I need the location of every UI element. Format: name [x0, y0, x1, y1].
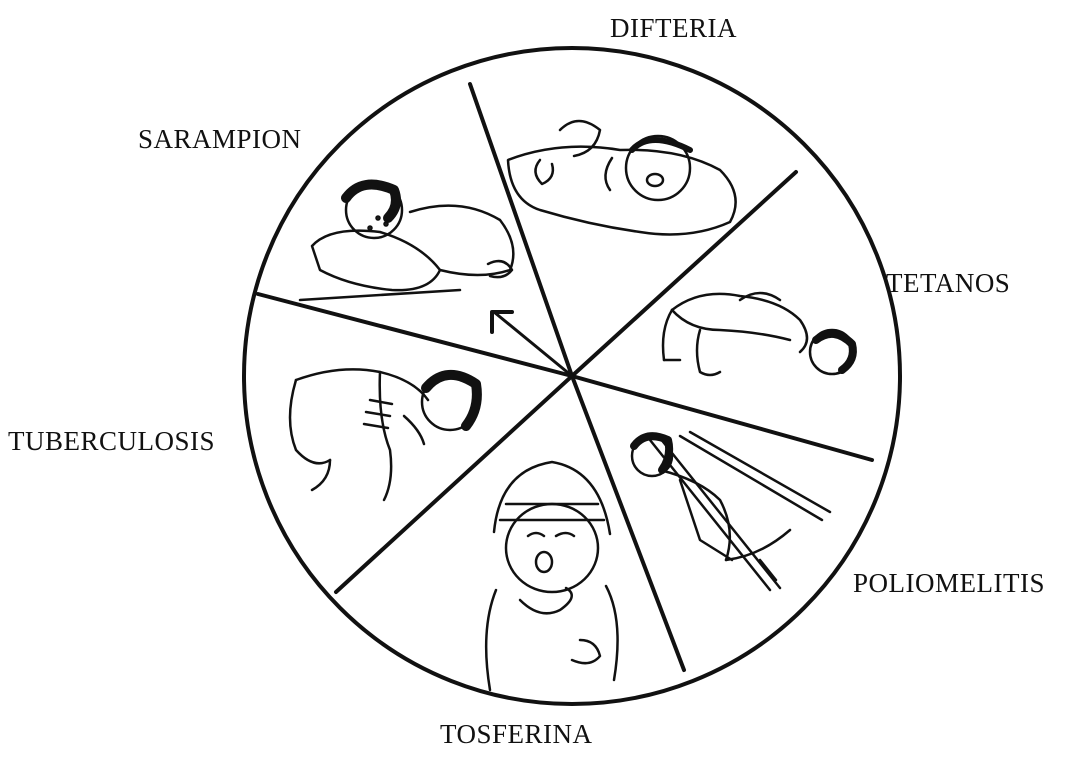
- child-on-crutches-icon: [632, 432, 830, 590]
- label-sarampion: SARAMPION: [138, 126, 302, 153]
- child-arched-back-icon: [663, 293, 854, 375]
- divider-tuberculosis-sarampion: [258, 294, 572, 376]
- label-tuberculosis: TUBERCULOSIS: [8, 428, 215, 455]
- label-poliomelitis: POLIOMELITIS: [853, 570, 1045, 597]
- label-tetanos: TETANOS: [886, 270, 1010, 297]
- child-lying-crying-icon: [508, 121, 736, 234]
- divider-sarampion-difteria: [470, 84, 572, 376]
- child-crawling-thin-icon: [290, 369, 478, 500]
- child-coughing-icon: [486, 462, 617, 690]
- label-tosferina: TOSFERINA: [440, 721, 593, 748]
- wheel-dividers: [258, 84, 872, 670]
- label-difteria: DIFTERIA: [610, 15, 737, 42]
- child-in-bed-spots-icon: [300, 182, 513, 300]
- divider-tetanos-poliomelitis: [572, 376, 872, 460]
- divider-difteria-tetanos: [572, 172, 796, 376]
